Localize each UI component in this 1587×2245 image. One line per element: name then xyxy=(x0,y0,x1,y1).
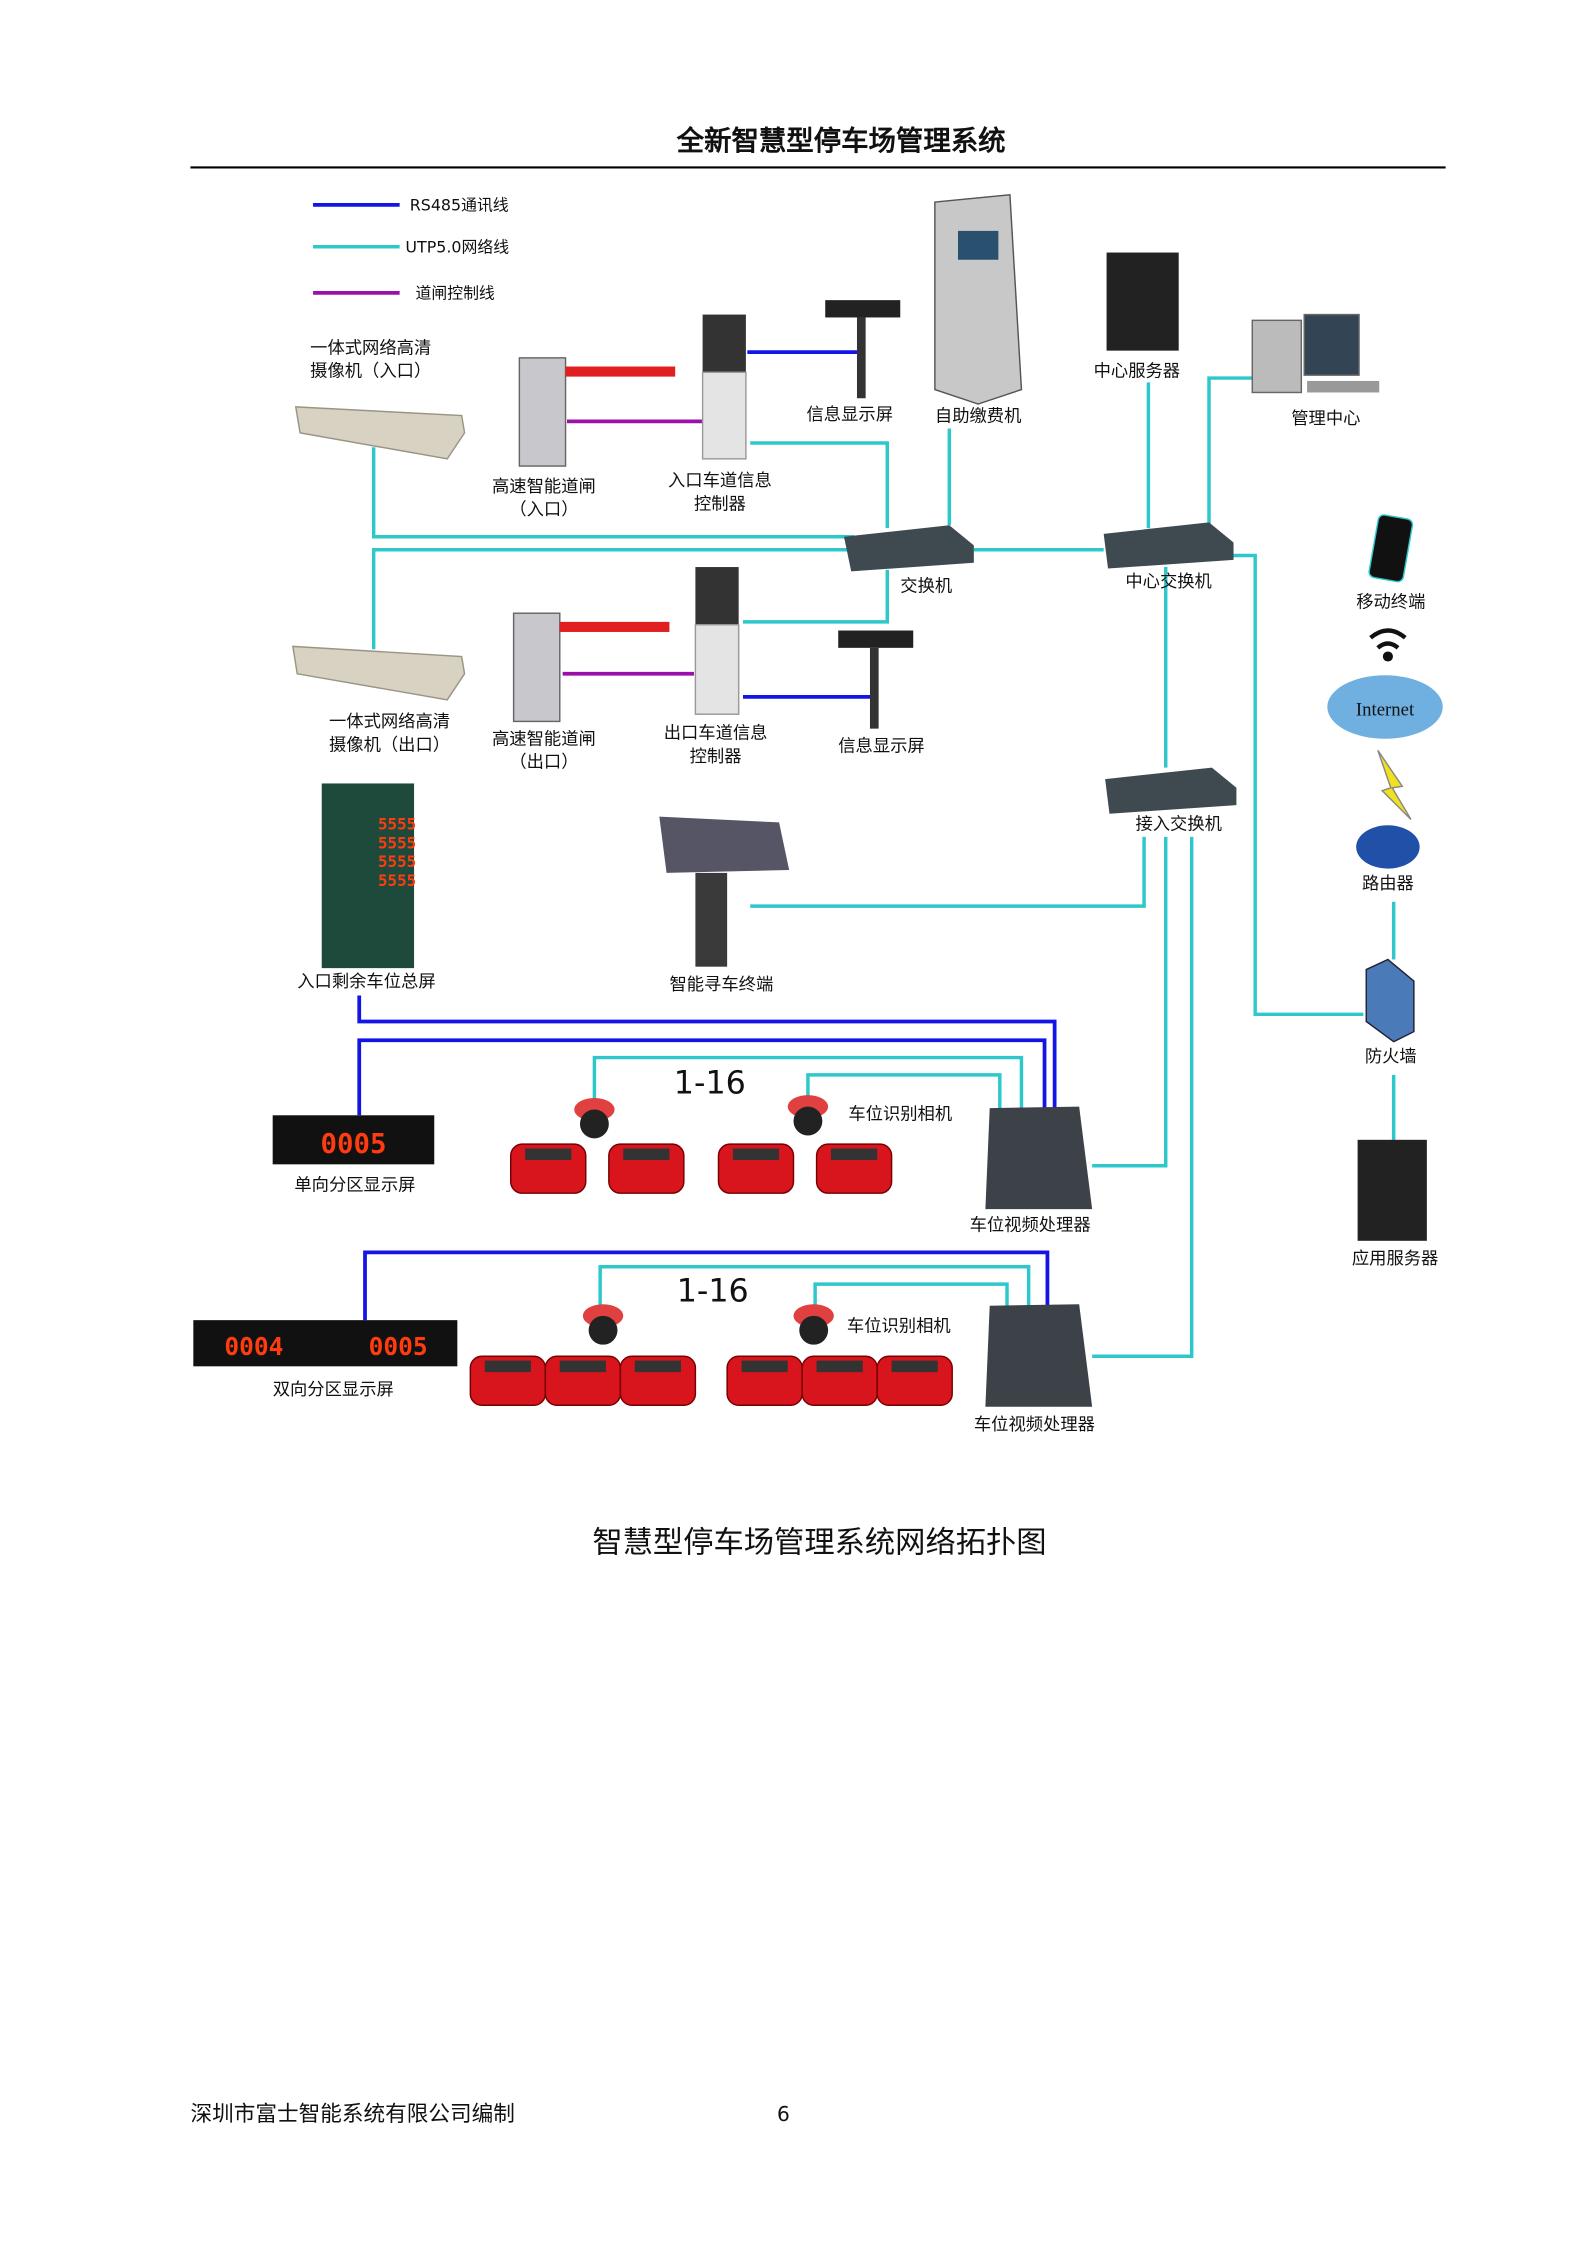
label-management: 管理中心 xyxy=(1291,409,1360,429)
camera-exit[interactable] xyxy=(292,645,466,701)
legend-gate-control: 道闸控制线 xyxy=(416,284,495,303)
dome-camera-icon xyxy=(582,1304,624,1345)
label-gate-entrance-2: （入口） xyxy=(509,500,578,520)
figure-caption: 智慧型停车场管理系统网络拓扑图 xyxy=(592,1525,1046,1560)
label-switch: 交换机 xyxy=(900,577,952,597)
zone1-processor-label: 车位视频处理器 xyxy=(970,1216,1091,1236)
barrier-gate-exit[interactable] xyxy=(512,612,670,723)
zone2-range: 1-16 xyxy=(677,1273,749,1309)
center-server-icon[interactable] xyxy=(1106,252,1179,351)
barrier-gate-entrance[interactable] xyxy=(518,357,676,467)
zone1-display-value: 0005 xyxy=(320,1129,386,1160)
zone1-range: 1-16 xyxy=(674,1066,746,1102)
legend-utp: UTP5.0网络线 xyxy=(405,238,509,257)
label-finder: 智能寻车终端 xyxy=(669,975,773,995)
internet-cloud-icon xyxy=(1327,675,1443,739)
label-app-server: 应用服务器 xyxy=(1352,1249,1438,1269)
label-gate-exit-2: （出口） xyxy=(509,753,578,773)
label-camera-exit: 一体式网络高清 xyxy=(329,712,450,732)
connection-lines xyxy=(357,350,1396,1358)
access-switch[interactable] xyxy=(1105,767,1237,814)
label-gate-entrance: 高速智能道闸 xyxy=(492,477,596,497)
router-icon[interactable] xyxy=(1356,825,1420,869)
label-center-server: 中心服务器 xyxy=(1094,362,1180,382)
zone2-display-left: 0004 xyxy=(224,1332,283,1361)
label-controller-exit: 出口车道信息 xyxy=(664,724,768,744)
space-count-2: 5555 xyxy=(378,833,416,852)
page-number: 6 xyxy=(777,2102,790,2126)
zone1-processor[interactable] xyxy=(985,1106,1093,1210)
firewall-icon[interactable] xyxy=(1365,958,1415,1043)
zone2-processor[interactable] xyxy=(985,1304,1093,1407)
center-switch[interactable] xyxy=(1103,522,1234,569)
zone1-single-display[interactable]: 0005 xyxy=(272,1115,435,1165)
label-router: 路由器 xyxy=(1362,874,1414,894)
zone1-camera-label: 车位识别相机 xyxy=(848,1105,952,1125)
label-display-entrance: 信息显示屏 xyxy=(807,405,893,425)
label-kiosk: 自助缴费机 xyxy=(935,406,1021,426)
label-controller-entrance-2: 控制器 xyxy=(694,494,746,514)
info-display-exit[interactable] xyxy=(838,630,914,729)
wifi-icon xyxy=(1369,628,1407,662)
dome-camera-icon xyxy=(787,1095,829,1136)
total-space-screen[interactable]: 5555 5555 5555 5555 xyxy=(321,783,416,969)
camera-entrance[interactable] xyxy=(294,406,466,460)
label-camera-exit-2: 摄像机（出口） xyxy=(329,735,450,755)
label-controller-entrance: 入口车道信息 xyxy=(668,471,772,491)
label-access-switch: 接入交换机 xyxy=(1135,815,1221,835)
space-count-4: 5555 xyxy=(378,871,416,890)
app-server-icon[interactable] xyxy=(1357,1139,1427,1241)
label-firewall: 防火墙 xyxy=(1365,1047,1417,1067)
lightning-icon xyxy=(1377,749,1412,821)
label-camera-entrance-2: 摄像机（入口） xyxy=(310,362,431,382)
dome-camera-icon xyxy=(793,1304,834,1345)
zone1-display-label: 单向分区显示屏 xyxy=(294,1175,415,1195)
label-camera-entrance: 一体式网络高清 xyxy=(310,339,431,359)
zone2-dual-display[interactable]: 0004 0005 xyxy=(193,1320,458,1367)
label-display-exit: 信息显示屏 xyxy=(838,737,924,757)
label-gate-exit: 高速智能道闸 xyxy=(492,730,596,750)
cameras-and-cars xyxy=(469,1095,953,1406)
space-count-3: 5555 xyxy=(378,852,416,871)
label-mobile: 移动终端 xyxy=(1356,592,1425,612)
zone2-camera-label: 车位识别相机 xyxy=(847,1317,951,1337)
switch[interactable] xyxy=(843,525,974,572)
legend-rs485: RS485通讯线 xyxy=(410,196,509,215)
car-finder-terminal[interactable] xyxy=(659,816,790,967)
label-controller-exit-2: 控制器 xyxy=(690,747,742,767)
lane-controller-exit[interactable] xyxy=(694,567,740,715)
zone2-display-label: 双向分区显示屏 xyxy=(273,1380,394,1400)
legend: RS485通讯线 UTP5.0网络线 道闸控制线 xyxy=(313,196,509,303)
label-total-screen: 入口剩余车位总屏 xyxy=(297,972,435,992)
management-center-pc-icon[interactable] xyxy=(1251,313,1380,394)
zone2-processor-label: 车位视频处理器 xyxy=(974,1415,1095,1435)
info-display-entrance[interactable] xyxy=(825,300,901,399)
zone2-display-right: 0005 xyxy=(369,1332,428,1361)
self-pay-kiosk[interactable] xyxy=(934,194,1023,405)
label-internet: Internet xyxy=(1356,700,1415,721)
space-count-1: 5555 xyxy=(378,815,416,834)
page-title: 全新智慧型停车场管理系统 xyxy=(676,125,1006,157)
lane-controller-entrance[interactable] xyxy=(701,314,747,460)
footer-company: 深圳市富士智能系统有限公司编制 xyxy=(190,2102,514,2127)
label-center-switch: 中心交换机 xyxy=(1125,572,1211,592)
mobile-terminal-icon[interactable] xyxy=(1368,514,1414,583)
dome-camera-icon xyxy=(574,1097,615,1139)
